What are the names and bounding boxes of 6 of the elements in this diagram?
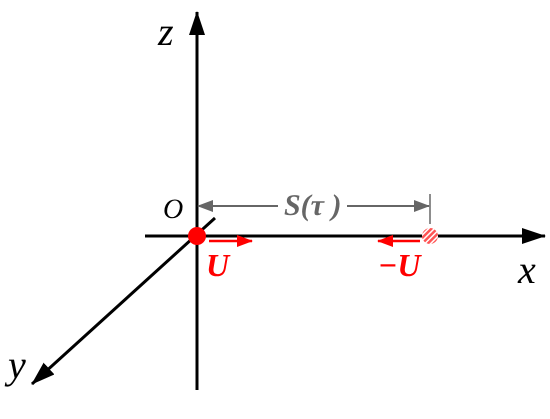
distance-label: S(τ ): [278, 191, 348, 221]
axis-label: z: [158, 12, 174, 52]
axis-label: x: [518, 250, 536, 290]
velocity-label: −U: [378, 249, 420, 281]
origin-label: O: [163, 196, 184, 224]
velocity-label: U: [206, 249, 230, 281]
